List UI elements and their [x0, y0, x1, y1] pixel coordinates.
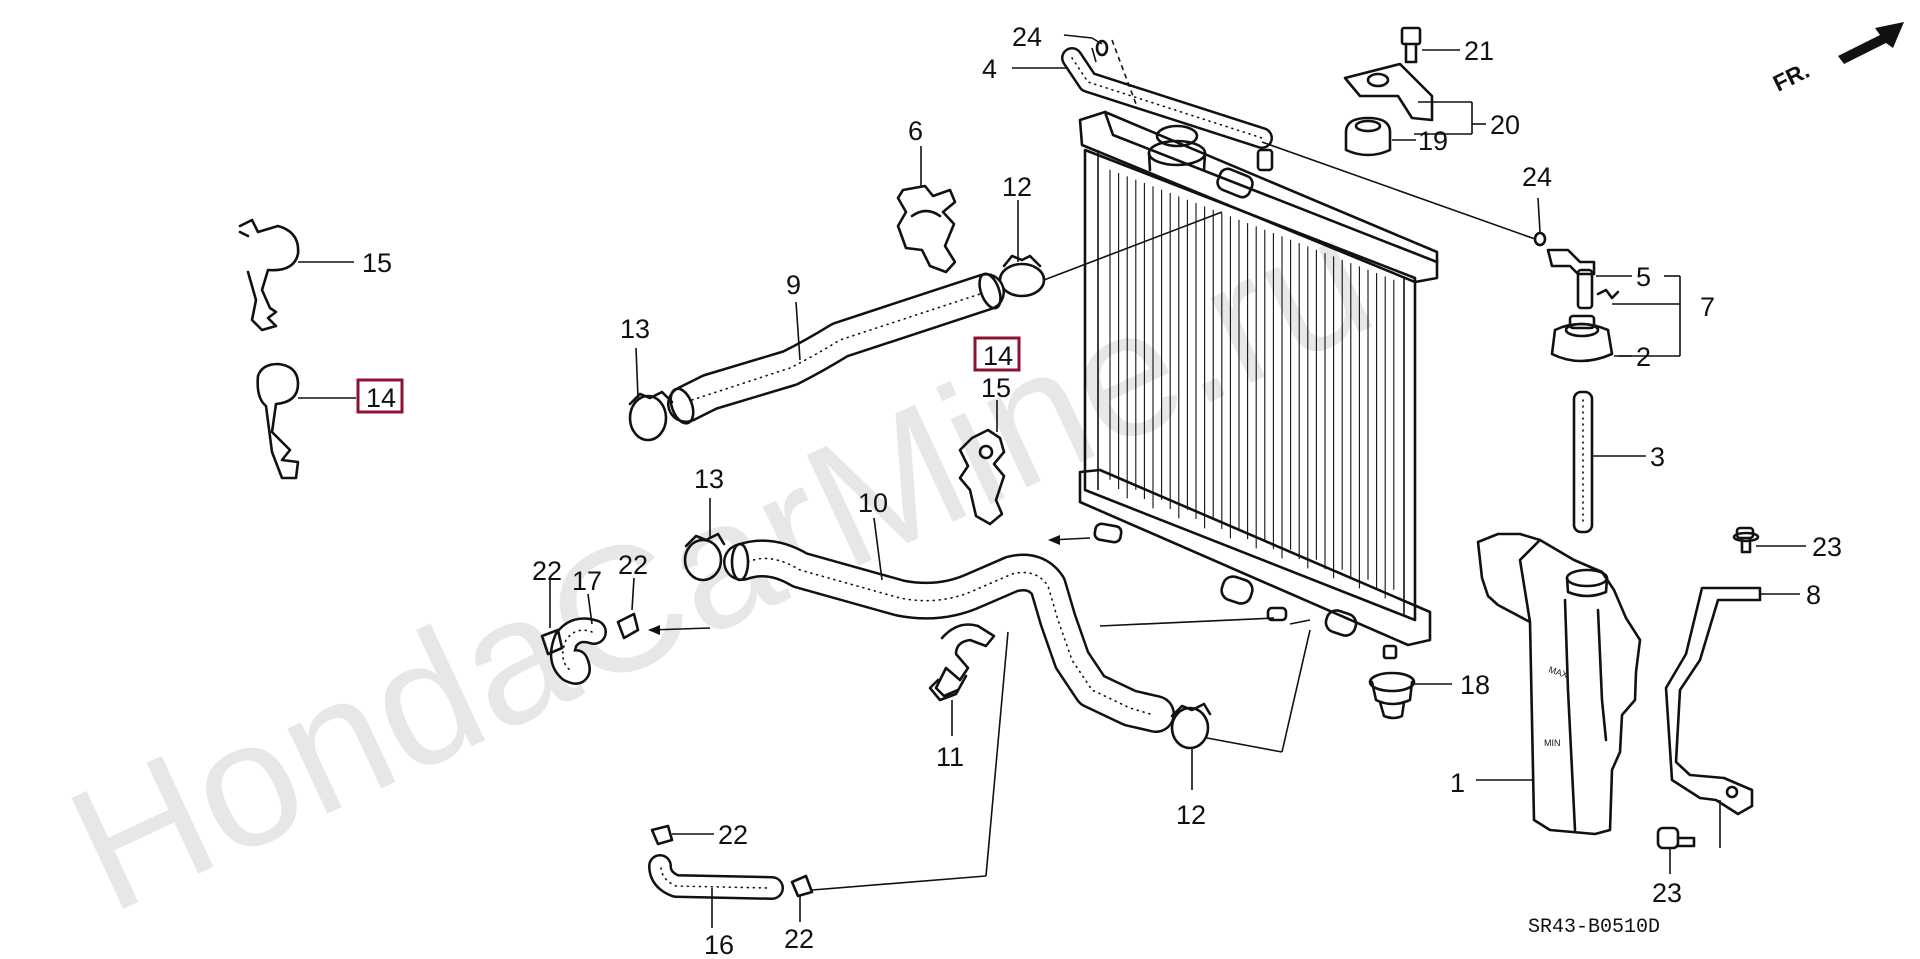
lower-radiator-hose: [723, 539, 1175, 733]
callout-4: 4: [982, 54, 997, 84]
bracket-assembly: [1343, 26, 1434, 157]
callout-17: 17: [572, 566, 602, 596]
radiator-fins: [1109, 169, 1395, 599]
callout-7: 7: [1700, 292, 1715, 322]
callout-18: 18: [1460, 670, 1490, 700]
callout-2: 2: [1636, 342, 1651, 372]
radiator: [1078, 110, 1439, 660]
clip-11: [928, 623, 996, 702]
front-arrow-icon: [1838, 22, 1904, 64]
callout-23-top: 23: [1812, 532, 1842, 562]
callout-13-lower: 13: [694, 464, 724, 494]
overflow-tube: [1061, 39, 1273, 149]
bypass-hose-17: [540, 612, 640, 685]
reserve-tank: MAX MIN: [1476, 532, 1642, 836]
leader-lines: [298, 34, 1806, 928]
callout-16: 16: [704, 930, 734, 959]
hose-clamp-13-upper: [628, 390, 674, 442]
clip-14-left: [256, 362, 300, 480]
clip-24-top: [1095, 39, 1109, 57]
callout-22-d: 22: [784, 924, 814, 954]
tank-min-mark: MIN: [1544, 738, 1561, 748]
diagram-code: SR43-B0510D: [1528, 916, 1660, 939]
callout-20: 20: [1490, 110, 1520, 140]
hose-clamp-12-top: [998, 254, 1046, 298]
hose-clamp-13-lower: [683, 532, 726, 582]
bypass-hose-16: [648, 824, 814, 900]
tank-bracket: [1656, 526, 1762, 850]
front-direction-indicator: FR.: [1769, 22, 1904, 96]
callout-22-a: 22: [532, 556, 562, 586]
grommet: [1368, 671, 1416, 720]
upper-radiator-hose: [667, 272, 1005, 425]
callout-19: 19: [1418, 126, 1448, 156]
callout-14-center: 14: [983, 341, 1013, 371]
callout-3: 3: [1650, 442, 1665, 472]
callout-5: 5: [1636, 262, 1651, 292]
callout-9: 9: [786, 270, 801, 300]
callout-1: 1: [1450, 768, 1465, 798]
callout-8: 8: [1806, 580, 1821, 610]
front-label: FR.: [1769, 57, 1814, 97]
callout-12-lower: 12: [1176, 800, 1206, 830]
tank-max-mark: MAX: [1547, 664, 1569, 680]
callout-14-left: 14: [366, 383, 396, 413]
callout-15-center: 15: [981, 373, 1011, 403]
callout-11: 11: [936, 742, 964, 772]
callout-numbers: 24 4 21 20 19 6 12 24 5 7 2 3 9 13 14 15…: [356, 22, 1842, 959]
callout-10: 10: [858, 488, 888, 518]
highlight-box-14-center: 14: [973, 336, 1021, 372]
callout-6: 6: [908, 116, 923, 146]
hose-clamp-12-lower: [1170, 702, 1212, 750]
callout-13-upper: 13: [620, 314, 650, 344]
callout-22-b: 22: [618, 550, 648, 580]
fitting-assembly: [1533, 231, 1620, 534]
callout-24-top: 24: [1012, 22, 1042, 52]
highlight-box-14-left: 14: [356, 378, 404, 414]
clip-15-left: [238, 218, 300, 332]
clip-15-center: [958, 428, 1006, 526]
callout-24-right: 24: [1522, 162, 1552, 192]
callout-15-left: 15: [362, 248, 392, 278]
hose-clamp-6: [896, 184, 957, 274]
callout-12-top: 12: [1002, 172, 1032, 202]
callout-21: 21: [1464, 36, 1494, 66]
callout-22-c: 22: [718, 820, 748, 850]
callout-23-bottom: 23: [1652, 878, 1682, 908]
